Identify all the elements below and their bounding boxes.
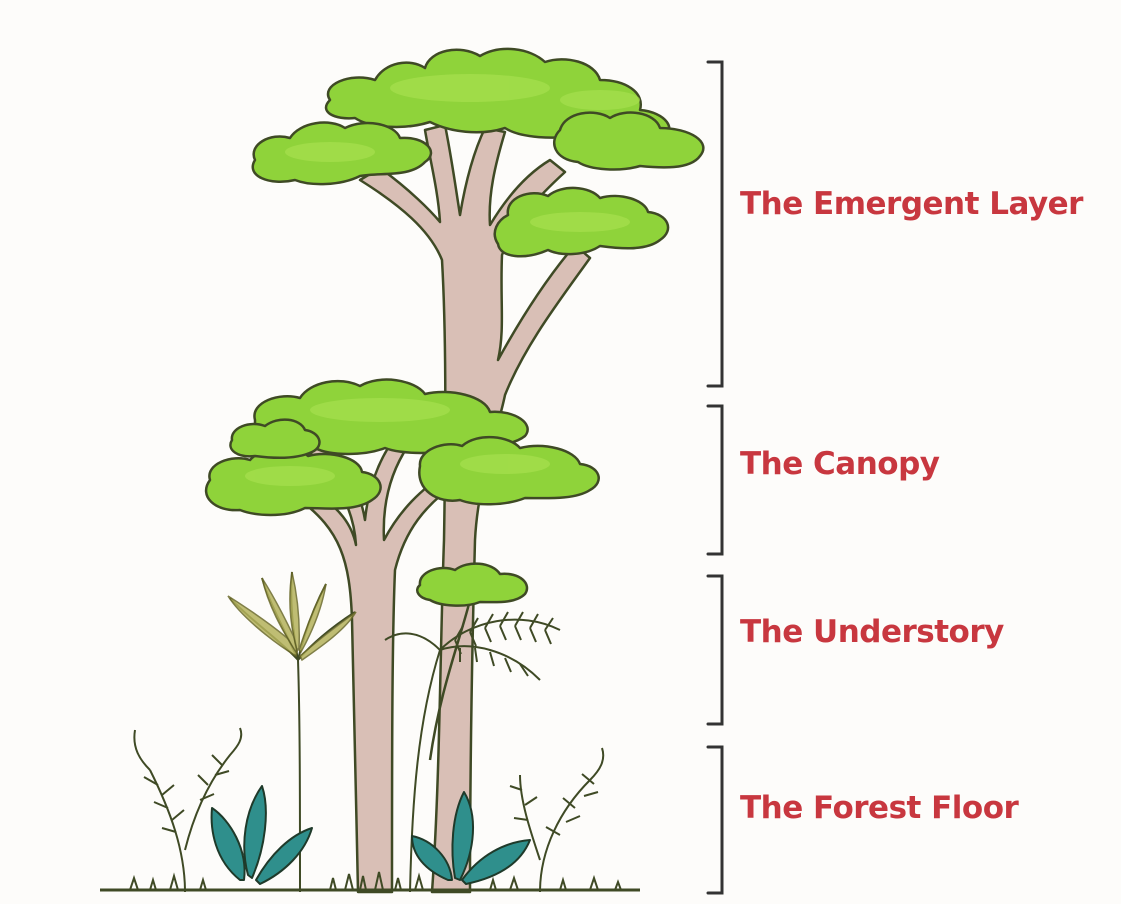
fern-left — [134, 728, 241, 892]
understory-foliage — [417, 564, 527, 606]
label-forest-floor: The Forest Floor — [740, 790, 1018, 826]
bracket-forest-floor — [708, 747, 722, 893]
teal-leaves-left — [212, 786, 312, 884]
fern-right — [510, 748, 603, 892]
bracket-emergent — [708, 62, 722, 386]
label-understory: The Understory — [740, 614, 1004, 650]
label-canopy: The Canopy — [740, 446, 939, 482]
bracket-understory — [708, 576, 722, 724]
bracket-canopy — [708, 406, 722, 554]
label-emergent-layer: The Emergent Layer — [740, 186, 1083, 222]
emergent-foliage-right-top — [554, 113, 703, 170]
teal-leaves-right — [412, 792, 530, 884]
